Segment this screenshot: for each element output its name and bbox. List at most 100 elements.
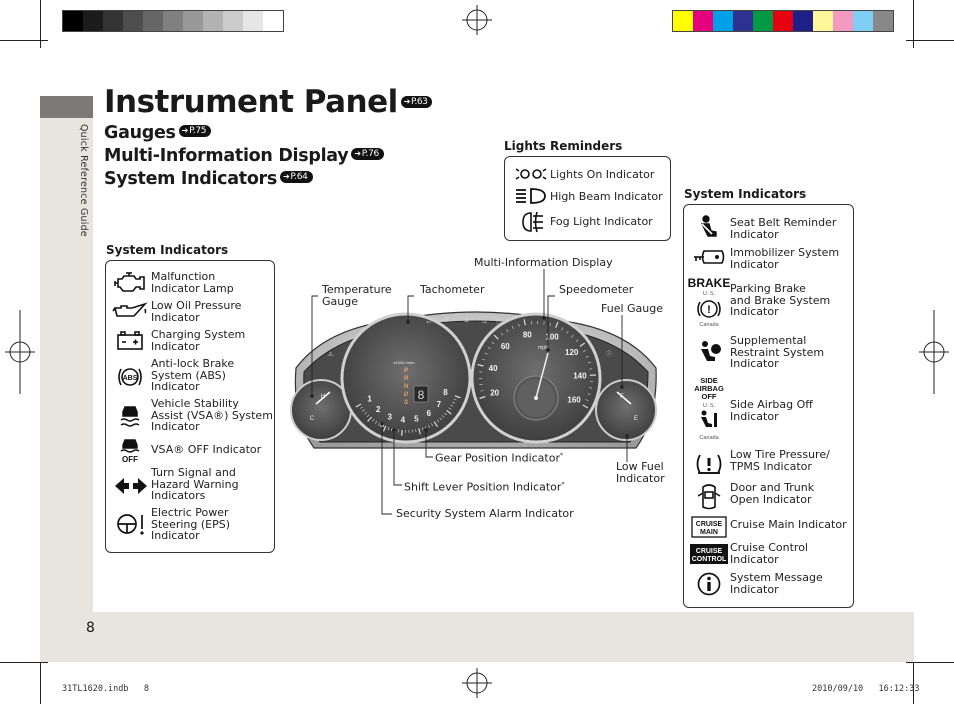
eps-icon xyxy=(117,514,144,535)
dial-tick xyxy=(566,330,569,334)
gray-swatch xyxy=(183,11,203,31)
dial-tick xyxy=(571,334,574,338)
brake-label: Parking Brake and Brake System Indicator xyxy=(730,282,831,318)
security-alarm-label: Security System Alarm Indicator xyxy=(396,507,574,520)
svg-text:U. S.: U. S. xyxy=(703,403,716,409)
dial-tick xyxy=(355,403,362,408)
svg-text:ABS: ABS xyxy=(123,375,138,382)
gray-swatch xyxy=(223,11,243,31)
speedometer-number: 160 xyxy=(567,396,581,405)
page-title: Instrument Panel➔P.63 xyxy=(104,84,433,120)
page-title-text: Instrument Panel xyxy=(104,84,398,120)
footer-page: 8 xyxy=(143,684,150,694)
gray-swatch xyxy=(143,11,163,31)
svg-text:BRAKE: BRAKE xyxy=(688,276,730,290)
page-ref-text: P.64 xyxy=(290,172,308,182)
dial-tick xyxy=(444,412,447,416)
speedometer-number: 40 xyxy=(489,364,498,373)
svg-text:MAIN: MAIN xyxy=(700,529,718,536)
side-label: Quick Reference Guide xyxy=(78,124,89,237)
cruise-control-label: Cruise Control Indicator xyxy=(730,541,808,566)
tachometer-number: 5 xyxy=(414,414,419,423)
cruise-main-label: Cruise Main Indicator xyxy=(730,518,847,531)
mid-label: Multi-Information Display xyxy=(474,256,613,269)
tpms-icon xyxy=(696,454,722,474)
lights-reminders-title: Lights Reminders xyxy=(504,139,623,153)
page-ref-link[interactable]: ➔P.63 xyxy=(400,95,433,108)
gear-position-text: Gear Position Indicator xyxy=(435,451,560,465)
dial-tick xyxy=(360,406,363,409)
dial-tick xyxy=(453,398,457,401)
gray-swatch xyxy=(123,11,143,31)
charging-label: Charging System Indicator xyxy=(151,328,246,353)
gray-swatch xyxy=(83,11,103,31)
gray-swatch xyxy=(203,11,223,31)
color-swatch xyxy=(693,11,713,31)
dial-tick xyxy=(575,339,579,342)
dial-tick xyxy=(549,322,551,326)
battery-icon xyxy=(117,331,143,350)
dial-tick xyxy=(398,429,400,433)
speedometer-number: 20 xyxy=(490,389,499,398)
page-ref-link[interactable]: ➔P.75 xyxy=(178,125,212,137)
footer-file-name: 31TL1620.indb xyxy=(62,684,129,694)
mil-label: Malfunction Indicator Lamp xyxy=(151,270,234,295)
dial-tick xyxy=(512,326,514,330)
color-swatch xyxy=(873,11,893,31)
svg-text:ⓘ: ⓘ xyxy=(606,350,612,358)
tpms-label: Low Tire Pressure/ TPMS Indicator xyxy=(730,448,830,473)
speedometer-label: Speedometer xyxy=(559,283,634,296)
color-swatch xyxy=(853,11,873,31)
vsa-off-icon: OFF xyxy=(120,439,140,464)
info-icon xyxy=(697,572,721,596)
footer-date: 2010/09/10 xyxy=(812,684,864,694)
subtitle-gauges: Gauges➔P.75 xyxy=(104,123,212,143)
svg-text:⚠: ⚠ xyxy=(328,351,334,358)
dial-tick xyxy=(454,395,461,399)
dial-tick xyxy=(378,422,381,426)
dial-tick xyxy=(428,424,430,428)
dial-tick xyxy=(418,428,421,435)
dial-tick xyxy=(364,411,368,415)
dial-tick xyxy=(382,425,387,432)
dial-tick xyxy=(415,429,417,433)
dial-tick xyxy=(487,347,491,350)
shift-lever-text: Shift Lever Position Indicator xyxy=(404,480,562,494)
footer-file: 31TL1620.indb 8 xyxy=(62,684,149,694)
dial-tick xyxy=(421,427,424,431)
vsa-icon xyxy=(120,406,140,427)
color-swatch xyxy=(733,11,753,31)
vsa-label: Vehicle Stability Assist (VSA®) System I… xyxy=(151,397,273,433)
dial-tick xyxy=(433,421,439,428)
dial-tick xyxy=(366,414,370,418)
dial-tick xyxy=(484,352,488,355)
srs-airbag-icon xyxy=(701,341,721,361)
footnote-mark: * xyxy=(560,452,563,459)
page-ref-link[interactable]: ➔P.64 xyxy=(280,171,313,183)
page-number: 8 xyxy=(86,620,95,636)
right-indicators-title: System Indicators xyxy=(684,187,807,201)
fuel-gauge-label: Fuel Gauge xyxy=(601,302,664,315)
system-message-label: System Message Indicator xyxy=(730,571,823,596)
dial-tick xyxy=(431,423,434,427)
color-swatch xyxy=(753,11,773,31)
svg-text:OFF: OFF xyxy=(702,392,717,401)
speedometer-number: 80 xyxy=(523,331,532,340)
page-ref-text: P.63 xyxy=(410,96,428,107)
speedometer-number: 140 xyxy=(573,372,587,381)
footer-timestamp: 2010/09/10 16:12:33 xyxy=(812,684,920,694)
gray-swatch xyxy=(243,11,263,31)
page-ref-link[interactable]: ➔P.76 xyxy=(351,148,384,160)
oil-pressure-label: Low Oil Pressure Indicator xyxy=(151,299,242,324)
fog-light-icon xyxy=(522,211,543,233)
svg-text:CRUISE: CRUISE xyxy=(696,548,723,555)
dial-tick xyxy=(587,362,591,364)
arrow-right-icon: ➔ xyxy=(283,172,290,181)
dial-tick xyxy=(362,409,365,412)
tach-unit: x1000 r/min xyxy=(394,360,415,365)
tachometer-number: 4 xyxy=(401,416,406,425)
left-indicators-box: ABS OFF Malfunction Indicator Lamp Low O… xyxy=(105,260,275,553)
gray-swatch xyxy=(263,11,283,31)
